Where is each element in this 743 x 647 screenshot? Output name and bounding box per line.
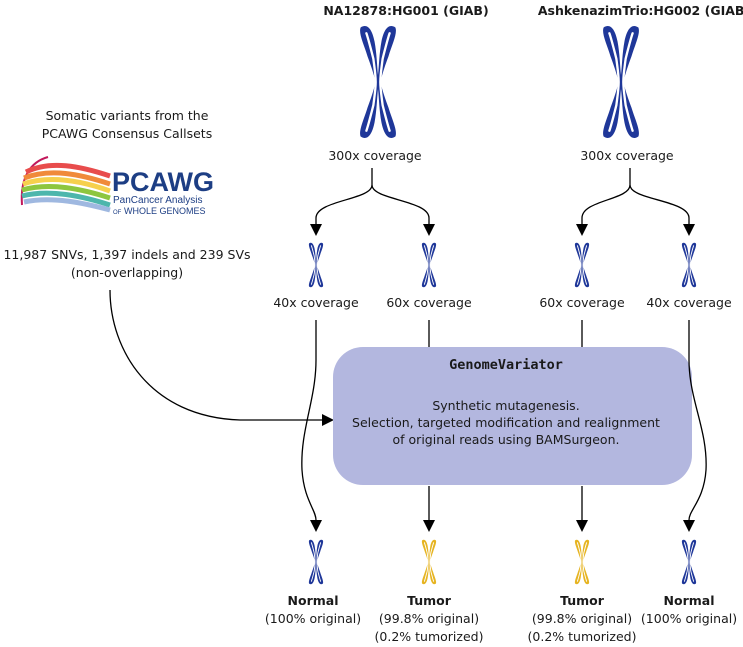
coverage-40x-hg002: 40x coverage (646, 295, 732, 310)
genome-variator-box (333, 347, 692, 485)
edge-hg001-to-40x (315, 184, 373, 224)
chromosome-normal-hg001-icon (308, 539, 324, 585)
output-tumor-hg002-label: Tumor (560, 593, 605, 608)
genome-variator-desc-line2: Selection, targeted modification and rea… (352, 415, 660, 430)
edge-40x-hg002-to-normal (688, 320, 707, 521)
pcawg-logo-subtitle: PanCancer Analysis (113, 195, 203, 206)
pcawg-logo-icon (20, 156, 111, 213)
arrowhead-normal-hg002 (683, 520, 695, 532)
edge-hg001-to-60x (371, 184, 430, 224)
pcawg-logo-of: OF (113, 210, 122, 216)
genome-variator-desc-line1: Synthetic mutagenesis. (432, 398, 579, 413)
pcawg-heading-line2: PCAWG Consensus Callsets (42, 126, 212, 141)
coverage-60x-hg002: 60x coverage (539, 295, 625, 310)
arrowhead-pcawg-to-tool (322, 414, 334, 426)
pcawg-heading-line1: Somatic variants from the (46, 108, 209, 123)
output-tumor-hg001-line1: (99.8% original) (379, 611, 479, 626)
chromosome-hg001-icon (358, 24, 398, 140)
coverage-60x-hg001: 60x coverage (386, 295, 472, 310)
output-tumor-hg001-line2: (0.2% tumorized) (375, 629, 484, 644)
genome-title-hg002: AshkenazimTrio:HG002 (GIAB) (538, 3, 743, 18)
pcawg-logo-whole-genomes: WHOLE GENOMES (124, 206, 206, 216)
output-tumor-hg002-line2: (0.2% tumorized) (528, 629, 637, 644)
chromosome-60x-hg002-icon (574, 242, 590, 288)
edge-hg002-to-60x (581, 184, 631, 224)
output-tumor-hg002-line1: (99.8% original) (532, 611, 632, 626)
pcawg-variant-counts-note: (non-overlapping) (71, 265, 183, 280)
chromosome-tumor-hg002-icon (574, 539, 590, 585)
coverage-40x-hg001: 40x coverage (273, 295, 359, 310)
genome-variator-title: GenomeVariator (449, 357, 563, 373)
arrowhead-normal-hg001 (310, 520, 322, 532)
genome-variator-desc-line3: of original reads using BAMSurgeon. (393, 432, 620, 447)
output-normal-hg002-label: Normal (664, 593, 715, 608)
edge-hg002-to-40x (629, 184, 690, 224)
arrowhead-tumor-hg001 (423, 520, 435, 532)
arrowhead-hg001-60x (423, 224, 435, 236)
arrowhead-hg002-60x (576, 224, 588, 236)
arrowhead-tumor-hg002 (576, 520, 588, 532)
coverage-300x-hg002: 300x coverage (580, 148, 674, 163)
chromosome-40x-hg001-icon (308, 242, 324, 288)
chromosome-60x-hg001-icon (421, 242, 437, 288)
output-normal-hg001-line1: (100% original) (265, 611, 361, 626)
chromosome-tumor-hg001-icon (421, 539, 437, 585)
output-normal-hg002-line1: (100% original) (641, 611, 737, 626)
output-normal-hg001-label: Normal (288, 593, 339, 608)
arrowhead-hg001-40x (310, 224, 322, 236)
edge-pcawg-to-tool (109, 289, 322, 421)
chromosome-hg002-icon (601, 24, 641, 140)
coverage-300x-hg001: 300x coverage (328, 148, 422, 163)
arrowhead-hg002-40x (683, 224, 695, 236)
chromosome-normal-hg002-icon (681, 539, 697, 585)
pcawg-logo-text: PCAWG (112, 167, 214, 197)
output-tumor-hg001-label: Tumor (407, 593, 452, 608)
genome-title-hg001: NA12878:HG001 (GIAB) (323, 3, 488, 18)
edge-40x-hg001-to-normal (301, 320, 317, 521)
pcawg-variant-counts: 11,987 SNVs, 1,397 indels and 239 SVs (3, 247, 250, 262)
chromosome-40x-hg002-icon (681, 242, 697, 288)
